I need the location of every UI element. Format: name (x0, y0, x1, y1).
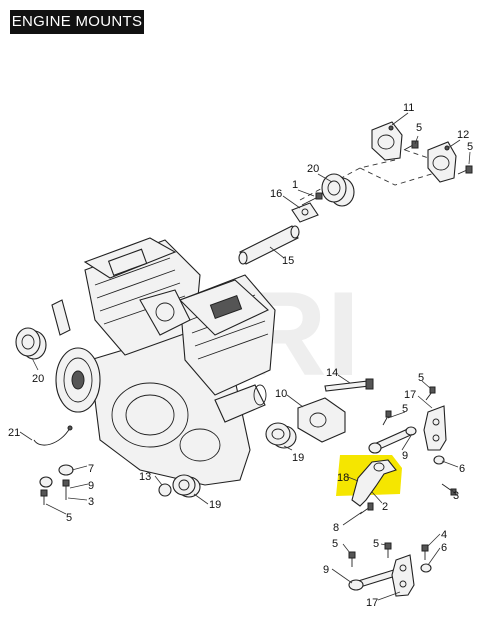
callout-5: 5 (402, 403, 408, 415)
part-15-tube (238, 225, 300, 265)
callout-5: 5 (332, 538, 338, 550)
part-13-washer (158, 483, 172, 497)
part-16-plate (291, 202, 319, 223)
callout-5: 5 (416, 122, 422, 134)
hardware-left-lower (39, 464, 74, 505)
part-20-bushing-left (15, 327, 47, 360)
callout-5: 5 (66, 512, 72, 524)
callout-labels: 11 5 12 5 20 1 16 15 20 14 10 17 5 5 9 1… (8, 102, 473, 609)
callout-4: 4 (441, 529, 447, 541)
callout-17: 17 (366, 597, 378, 609)
callout-12: 12 (457, 129, 469, 141)
part-19-bushing-bottom (172, 474, 201, 498)
part-20-bushing-top (321, 173, 355, 207)
engine-assembly (51, 237, 276, 486)
callout-6: 6 (459, 463, 465, 475)
callout-18: 18 (337, 472, 349, 484)
callout-9: 9 (402, 450, 408, 462)
callout-6: 6 (441, 542, 447, 554)
callout-21: 21 (8, 427, 20, 439)
callout-19: 19 (209, 499, 221, 511)
part-19-bushing-right (265, 422, 297, 449)
callout-9: 9 (323, 564, 329, 576)
callout-10: 10 (275, 388, 287, 400)
callout-3: 3 (88, 496, 94, 508)
callout-14: 14 (326, 367, 338, 379)
callout-15: 15 (282, 255, 294, 267)
diagram-title: ENGINE MOUNTS (10, 10, 144, 34)
callout-5: 5 (418, 372, 424, 384)
part-5-bolts-top (403, 140, 473, 175)
callout-13: 13 (139, 471, 151, 483)
part-11-bracket (371, 121, 403, 161)
part-17-bracket-lower (391, 554, 415, 597)
callout-20: 20 (32, 373, 44, 385)
callout-16: 16 (270, 188, 282, 200)
callout-9: 9 (88, 480, 94, 492)
callout-1: 1 (292, 179, 298, 191)
callout-19: 19 (292, 452, 304, 464)
callout-5: 5 (467, 141, 473, 153)
callout-2: 2 (382, 501, 388, 513)
part-14-bolt (324, 378, 374, 392)
leader-lines (19, 112, 471, 601)
callout-20: 20 (307, 163, 319, 175)
part-12-bracket (427, 141, 457, 183)
callout-7: 7 (88, 463, 94, 475)
callout-3: 3 (453, 490, 459, 502)
part-1-bolt (301, 192, 323, 206)
part-21-wire (33, 425, 73, 446)
part-17-bracket-upper (423, 405, 447, 451)
part-9-link-rod-upper (368, 426, 417, 454)
callout-11: 11 (403, 102, 414, 114)
callout-17: 17 (404, 389, 416, 401)
hardware-lower (348, 542, 432, 573)
part-10-bracket (297, 397, 346, 443)
callout-8: 8 (333, 522, 339, 534)
callout-5: 5 (373, 538, 379, 550)
part-18-highlighted-bracket (336, 455, 402, 515)
